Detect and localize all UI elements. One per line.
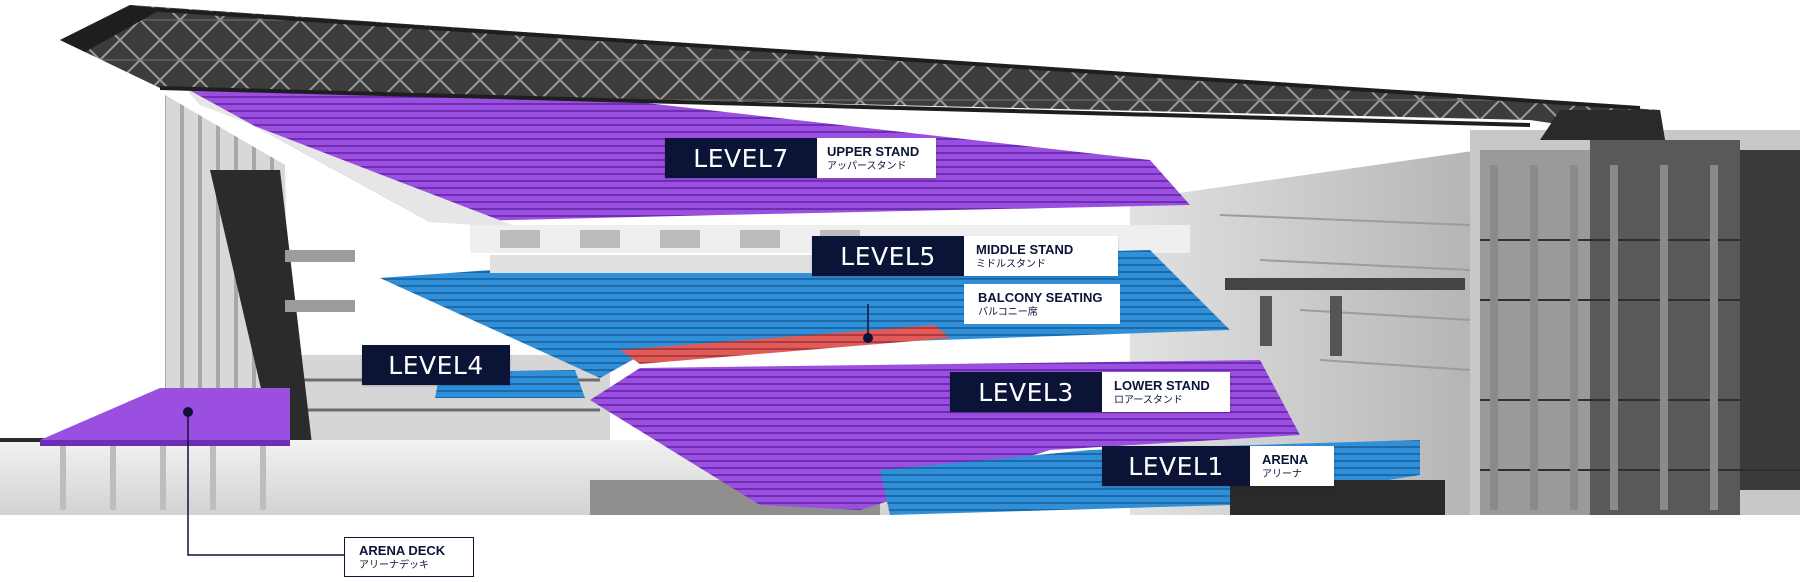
level1-name-en: ARENA: [1262, 451, 1309, 467]
level5-name-jp: ミドルスタンド: [976, 258, 1046, 270]
arena-deck-name-en: ARENA DECK: [359, 542, 446, 558]
level1-name-jp: アリーナ: [1262, 468, 1302, 480]
level3-name-en: LOWER STAND: [1114, 377, 1210, 393]
arena-deck-leader-line: [187, 412, 344, 556]
level3-label: LEVEL3 LOWER STAND ロアースタンド: [950, 372, 1230, 412]
arena-deck-marker: [183, 407, 193, 417]
arena-deck-label: ARENA DECK アリーナデッキ: [344, 537, 474, 577]
arena-deck-name-jp: アリーナデッキ: [359, 559, 429, 571]
level5-name-en: MIDDLE STAND: [976, 241, 1074, 257]
level4-number: LEVEL4: [362, 345, 510, 385]
level4-label: LEVEL4: [362, 345, 510, 385]
arena-deck-edge: [40, 440, 290, 446]
level3-name-jp: ロアースタンド: [1114, 394, 1183, 406]
level7-name-jp: アッパースタンド: [827, 160, 907, 172]
arena-deck: [40, 388, 290, 440]
balcony-seating-label: BALCONY SEATING バルコニー席: [964, 284, 1120, 324]
middle-stand-seating: [380, 250, 1230, 378]
callout-lines: [187, 304, 869, 556]
level5-name: MIDDLE STAND ミドルスタンド: [964, 236, 1118, 276]
level7-name: UPPER STAND アッパースタンド: [817, 138, 936, 178]
level1-number: LEVEL1: [1102, 446, 1250, 486]
level5-number: LEVEL5: [812, 236, 964, 276]
balcony-marker: [863, 333, 873, 343]
level5-label: LEVEL5 MIDDLE STAND ミドルスタンド: [812, 236, 1118, 276]
level1-name: ARENA アリーナ: [1250, 446, 1334, 486]
level3-name: LOWER STAND ロアースタンド: [1102, 372, 1230, 412]
level7-label: LEVEL7 UPPER STAND アッパースタンド: [665, 138, 936, 178]
balcony-name-en: BALCONY SEATING: [978, 289, 1103, 305]
level7-name-en: UPPER STAND: [827, 143, 920, 159]
level3-number: LEVEL3: [950, 372, 1102, 412]
roof-truss: [60, 5, 1665, 140]
level1-label: LEVEL1 ARENA アリーナ: [1102, 446, 1334, 486]
balcony-name-jp: バルコニー席: [978, 306, 1038, 318]
level7-number: LEVEL7: [665, 138, 817, 178]
